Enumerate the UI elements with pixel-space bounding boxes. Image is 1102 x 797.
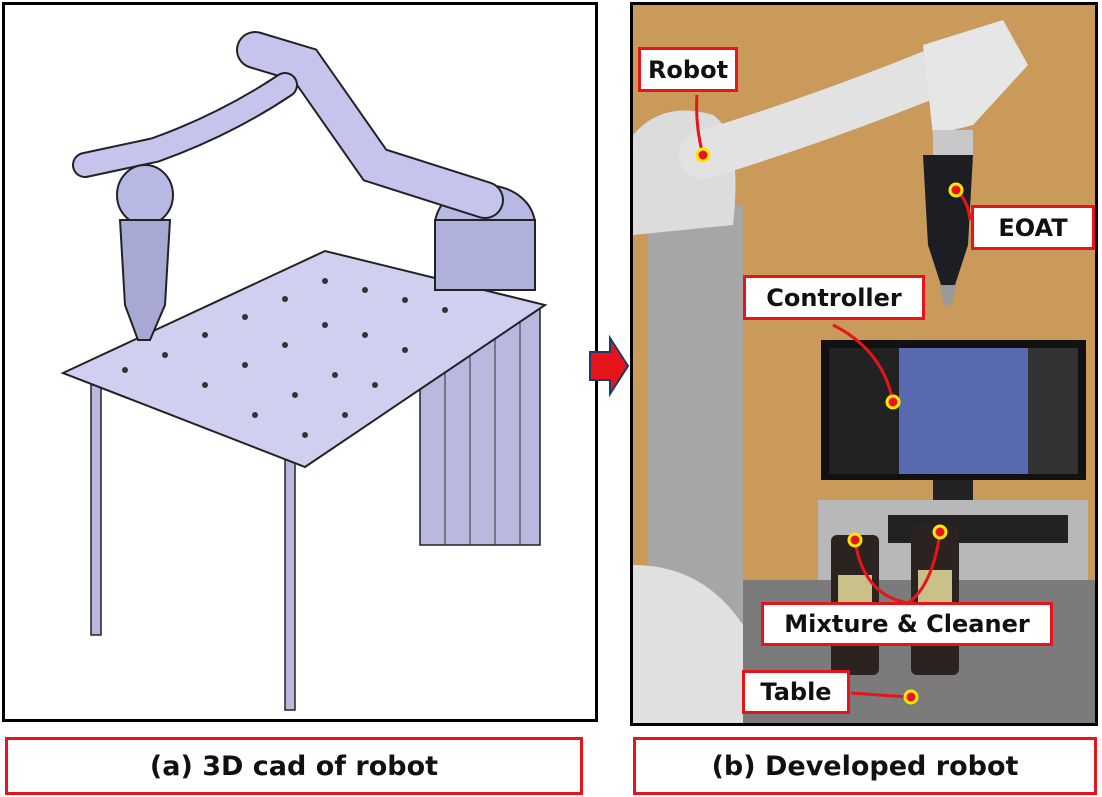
label-mixture-cleaner: Mixture & Cleaner [761, 602, 1053, 646]
marker-dots [695, 147, 964, 705]
caption-cad: (a) 3D cad of robot [5, 737, 583, 795]
table-holes [122, 278, 448, 438]
cad-panel [2, 2, 598, 722]
label-table: Table [742, 670, 850, 714]
label-controller: Controller [743, 275, 925, 320]
cad-robot-drawing [60, 31, 548, 711]
label-robot: Robot [638, 47, 738, 92]
caption-developed: (b) Developed robot [633, 737, 1097, 795]
label-eoat: EOAT [971, 205, 1095, 250]
photo-panel: Robot EOAT Controller Mixture & Cleaner … [630, 2, 1098, 726]
